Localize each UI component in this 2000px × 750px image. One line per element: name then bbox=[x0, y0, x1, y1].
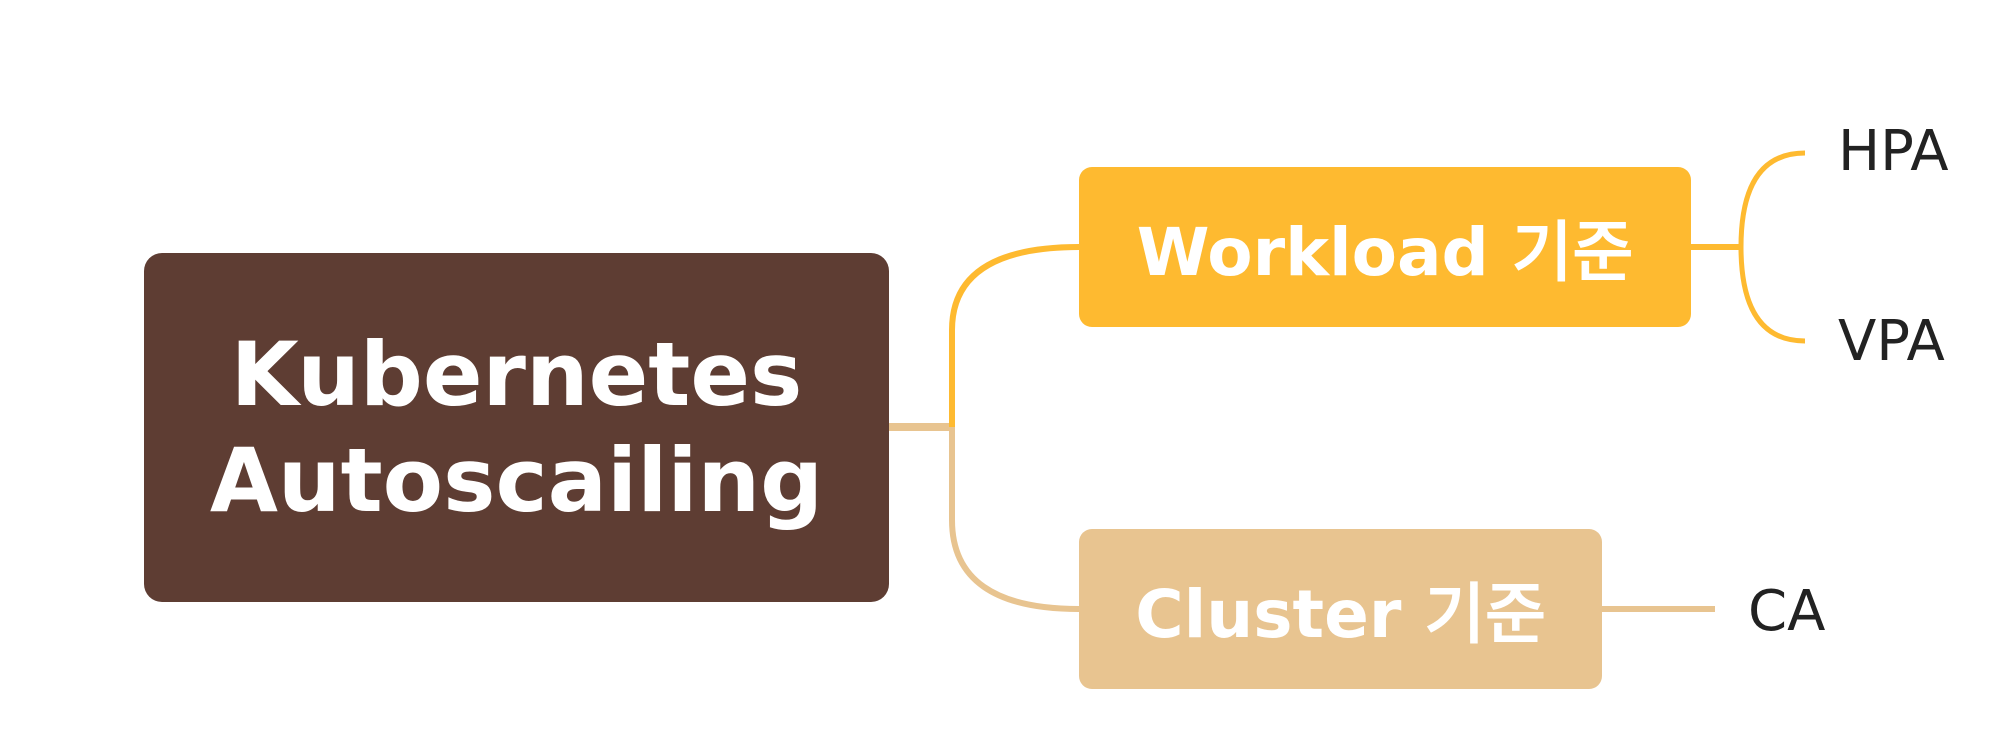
workload-topic-node[interactable]: Workload 기준 bbox=[1079, 167, 1691, 327]
ca-topic[interactable]: CA bbox=[1748, 579, 1826, 644]
workload-connector bbox=[949, 244, 1080, 427]
hpa-topic[interactable]: HPA bbox=[1838, 119, 1949, 184]
root-topic-node[interactable]: Kubernetes Autoscailing bbox=[144, 253, 889, 602]
cluster-topic-label: Cluster 기준 bbox=[1135, 576, 1546, 653]
vpa-topic[interactable]: VPA bbox=[1838, 309, 1945, 374]
root-topic-line-1: Kubernetes bbox=[230, 322, 803, 426]
workload-topic-label: Workload 기준 bbox=[1136, 214, 1634, 291]
root-topic-line-2: Autoscailing bbox=[209, 428, 824, 532]
vpa-connector bbox=[1738, 246, 1806, 344]
cluster-topic-node[interactable]: Cluster 기준 bbox=[1079, 529, 1602, 689]
cluster-connector bbox=[949, 427, 1080, 612]
hpa-connector bbox=[1738, 150, 1806, 248]
root-topic-text: Kubernetes Autoscailing bbox=[210, 322, 823, 533]
